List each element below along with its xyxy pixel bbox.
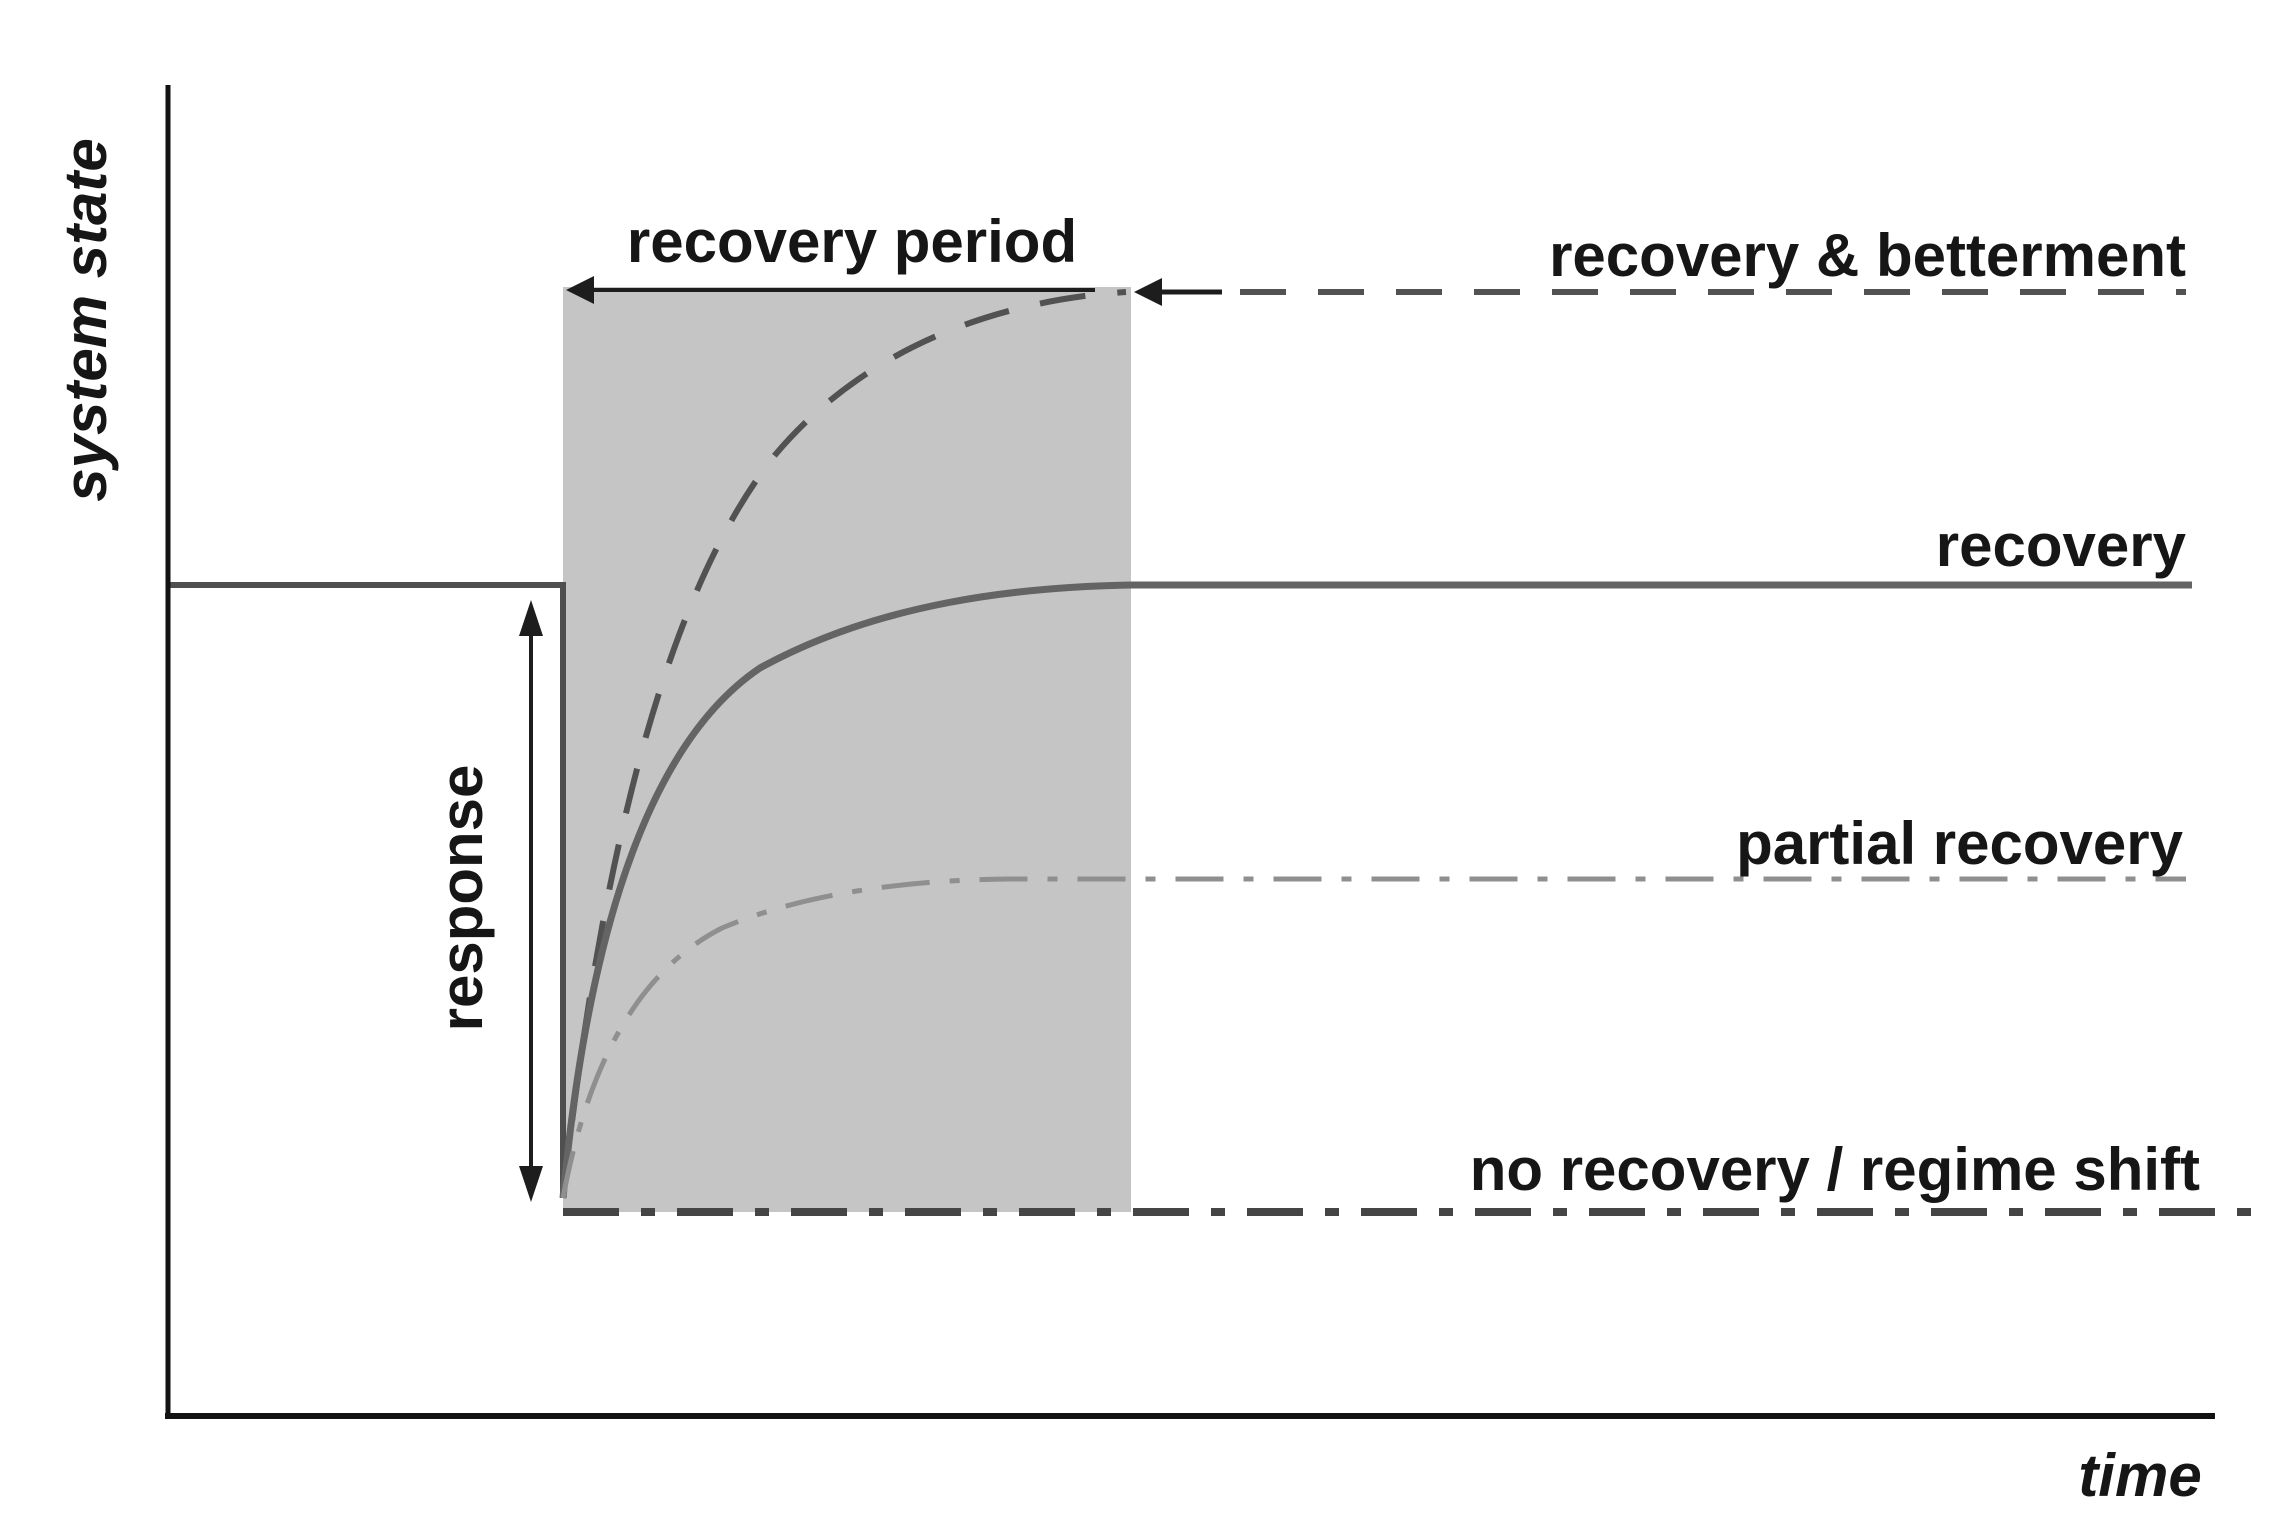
betterment-label: recovery & betterment bbox=[1549, 222, 2186, 289]
response-arrow bbox=[519, 600, 543, 1202]
partial-recovery-label: partial recovery bbox=[1736, 810, 2184, 877]
arrowhead-right-icon bbox=[1134, 278, 1162, 306]
arrowhead-left-icon bbox=[566, 276, 594, 304]
response-label: response bbox=[428, 765, 495, 1032]
recovery-period-label: recovery period bbox=[627, 208, 1077, 275]
partial-recovery-curve bbox=[560, 876, 2186, 1199]
arrowhead-up-icon bbox=[519, 600, 543, 636]
recovery-period-arrow bbox=[566, 276, 1222, 306]
arrowhead-down-icon bbox=[519, 1166, 543, 1202]
recovery-period-shaded-region bbox=[563, 287, 1131, 1212]
initial-state-and-drop-line bbox=[168, 582, 566, 1198]
recovery-curve bbox=[559, 581, 2192, 1199]
betterment-curve bbox=[560, 289, 1127, 1199]
no-recovery-label: no recovery / regime shift bbox=[1470, 1136, 2200, 1203]
recovery-label: recovery bbox=[1936, 512, 2187, 579]
y-axis-label: system state bbox=[52, 138, 119, 502]
x-axis-label: time bbox=[2078, 1442, 2201, 1509]
